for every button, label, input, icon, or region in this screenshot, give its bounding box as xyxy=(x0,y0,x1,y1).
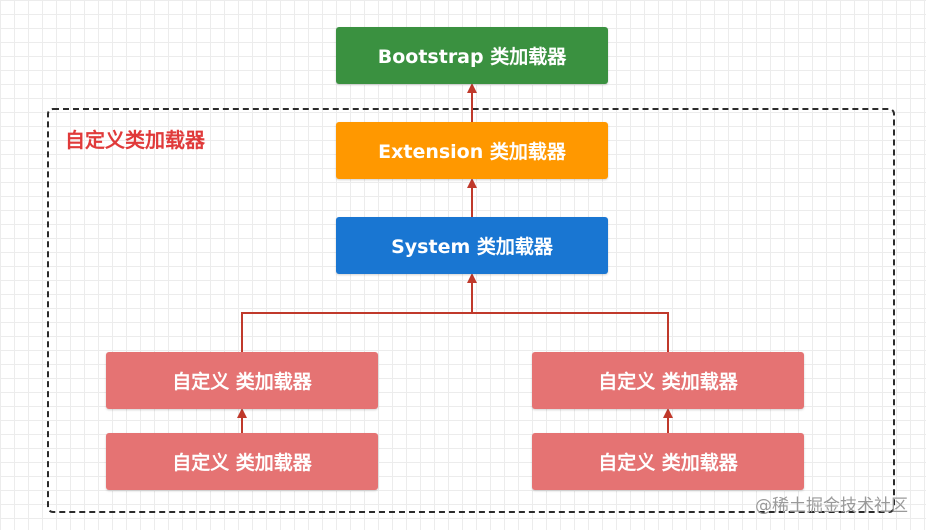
custom-loader-box-right-top: 自定义 类加载器 xyxy=(532,352,804,409)
custom-loader-box-left-top: 自定义 类加载器 xyxy=(106,352,378,409)
custom-loader-box-left-bottom: 自定义 类加载器 xyxy=(106,433,378,490)
extension-loader-box: Extension 类加载器 xyxy=(336,122,608,179)
custom-loader-box-right-bottom: 自定义 类加载器 xyxy=(532,433,804,490)
watermark-text: @稀土掘金技术社区 xyxy=(755,496,908,516)
custom-loader-group-label: 自定义类加载器 xyxy=(65,128,205,152)
bootstrap-loader-box: Bootstrap 类加载器 xyxy=(336,27,608,84)
system-loader-box: System 类加载器 xyxy=(336,217,608,274)
